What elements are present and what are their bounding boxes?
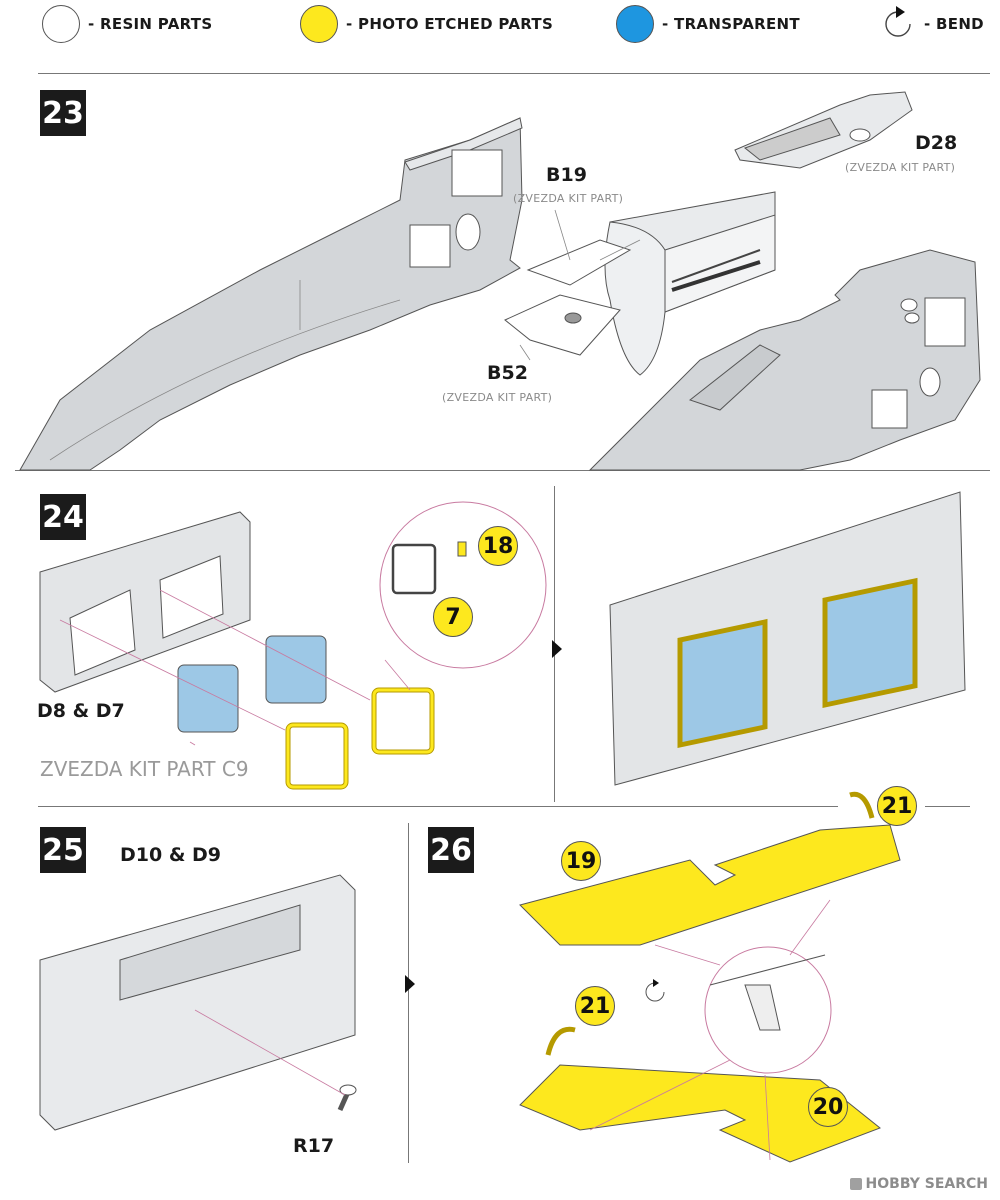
pe-part-20: 20 [808, 1087, 848, 1127]
divider-step23-bottom [15, 470, 990, 471]
photo-etched-swatch-icon [300, 5, 338, 43]
resin-part-r17: R17 [293, 1135, 335, 1157]
step26-pe-handles [545, 791, 875, 1056]
legend-transparent: - TRANSPARENT [616, 4, 800, 44]
step24-part-label: D8 & D7 [37, 700, 125, 722]
step23-leader-lines [519, 209, 641, 361]
step23-cockpit-floor [504, 191, 776, 376]
step25-panel [39, 874, 356, 1131]
step-25-badge: 25 [40, 827, 86, 873]
watermark-icon [849, 1178, 862, 1190]
step23-fuselage-right [588, 249, 981, 471]
step24-pe-frames [285, 687, 435, 790]
watermark: HOBBY SEARCH [849, 1176, 988, 1192]
step24-detail-circle [379, 501, 547, 669]
legend-resin: - RESIN PARTS [42, 4, 212, 44]
legend-photo-etched-label: - PHOTO ETCHED PARTS [346, 15, 554, 33]
divider-step24-bottom-right [925, 806, 970, 807]
part-b52-sublabel: (ZVEZDA KIT PART) [442, 391, 553, 404]
step25-part-label: D10 & D9 [120, 844, 222, 866]
step26-plate-20 [519, 1064, 881, 1163]
legend-resin-label: - RESIN PARTS [88, 15, 213, 33]
step25-arrow [405, 975, 415, 993]
legend: - RESIN PARTS - PHOTO ETCHED PARTS - TRA… [0, 0, 1000, 50]
step25-r17-part [337, 1084, 357, 1112]
part-d28-label: D28 [915, 132, 958, 154]
legend-transparent-label: - TRANSPARENT [662, 15, 800, 33]
pe-part-7: 7 [433, 597, 473, 637]
pe-part-21-top: 21 [877, 786, 917, 826]
legend-photo-etched: - PHOTO ETCHED PARTS [300, 4, 553, 44]
step24-result-panel [609, 491, 966, 786]
divider-step24-bottom [38, 806, 838, 807]
step23-fuselage-left [19, 117, 523, 471]
divider-top [38, 73, 990, 74]
step26-detail-circle [704, 946, 832, 1074]
step24-panel [39, 511, 251, 693]
step23-part-d28 [734, 91, 913, 169]
step24-leader-lines [59, 589, 411, 746]
step26-plate-19 [519, 824, 901, 946]
step26-leader-lines [589, 899, 831, 1161]
resin-swatch-icon [42, 5, 80, 43]
part-b52-label: B52 [487, 362, 528, 384]
step-24-badge: 24 [40, 494, 86, 540]
step24-glass-parts [177, 635, 327, 733]
part-d28-sublabel: (ZVEZDA KIT PART) [845, 161, 956, 174]
step26-bend-icon [645, 979, 665, 1002]
step24-kit-part-label: ZVEZDA KIT PART C9 [40, 757, 249, 781]
watermark-text: HOBBY SEARCH [865, 1176, 988, 1192]
pe-part-19: 19 [561, 841, 601, 881]
pe-part-18: 18 [478, 526, 518, 566]
legend-bend: - BEND [878, 4, 984, 44]
step24-arrow [552, 640, 562, 658]
transparent-swatch-icon [616, 5, 654, 43]
step-23-badge: 23 [40, 90, 86, 136]
legend-bend-label: - BEND [924, 15, 984, 33]
pe-part-21-bottom: 21 [575, 986, 615, 1026]
step-26-badge: 26 [428, 827, 474, 873]
bend-icon [885, 6, 911, 37]
part-b19-sublabel: (ZVEZDA KIT PART) [513, 192, 624, 205]
step25-leader-line [194, 1009, 346, 1096]
divider-step25-vertical [408, 823, 409, 1163]
part-b19-label: B19 [546, 164, 587, 186]
